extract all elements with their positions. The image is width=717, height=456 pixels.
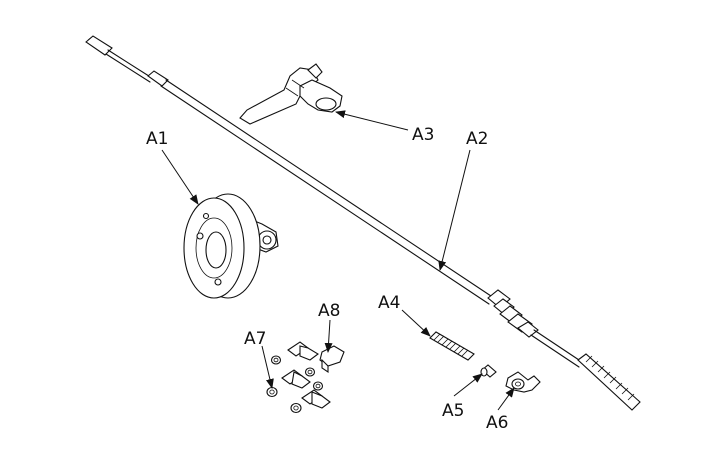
part-a3-lever [239, 63, 343, 125]
part-a2-cable [85, 35, 641, 411]
part-a5-pin [480, 364, 497, 378]
label-a4: A4 [378, 293, 400, 313]
label-a1: A1 [146, 129, 168, 149]
label-a3: A3 [412, 125, 434, 145]
part-a4-spring [429, 331, 475, 361]
leader-a6 [497, 387, 515, 411]
part-a6-wing-nut [505, 371, 541, 393]
leader-a3 [335, 110, 409, 131]
label-a7: A7 [244, 329, 266, 349]
leader-a5 [453, 373, 483, 397]
label-a2: A2 [466, 129, 488, 149]
leader-a2 [438, 149, 471, 271]
leader-a7 [261, 345, 274, 389]
leader-a8 [324, 319, 333, 353]
label-a8: A8 [318, 301, 340, 321]
part-a7-washers [266, 355, 324, 414]
leader-a1 [161, 149, 199, 205]
part-a1-drum [183, 193, 279, 299]
label-a6: A6 [486, 413, 508, 433]
label-a5: A5 [442, 401, 464, 421]
leader-a4 [401, 309, 431, 337]
